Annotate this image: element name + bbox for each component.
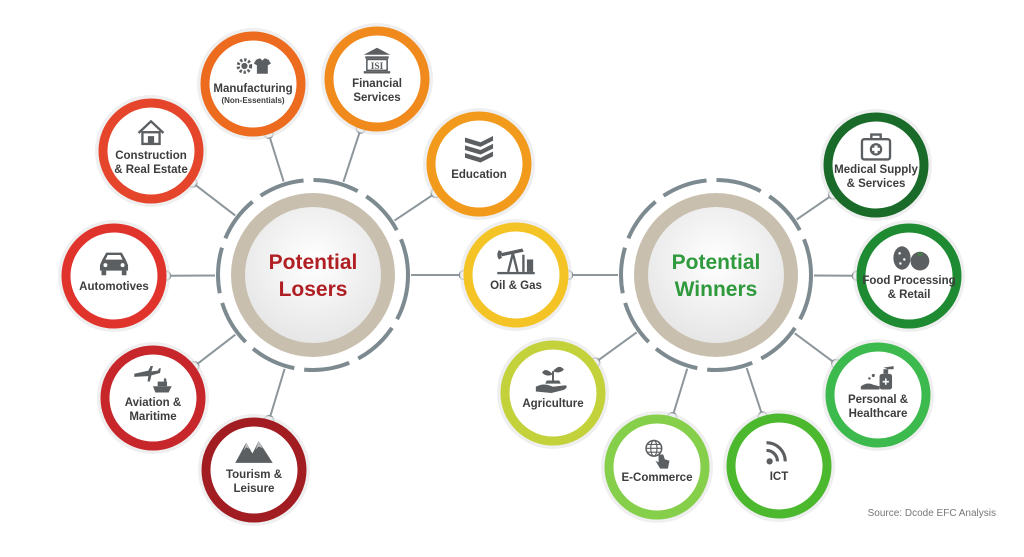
connector-ict — [745, 367, 764, 417]
sector-node-agriculture: Agriculture — [497, 337, 609, 449]
sector-node-aviation: Aviation & Maritime — [97, 342, 209, 454]
sector-node-manufacturing: Manufacturing(Non-Essentials) — [197, 28, 309, 140]
svg-text:ISI: ISI — [371, 62, 384, 72]
sector-node-ring — [500, 340, 606, 446]
losers-hub-disc — [245, 207, 381, 343]
sector-label-ict: ICT — [770, 471, 789, 483]
globe-touch-icon — [645, 439, 670, 469]
sector-node-ring — [856, 223, 962, 329]
sector-label-financial: Financial — [352, 78, 402, 90]
connector-tourism — [268, 368, 286, 421]
sector-label-construction: Construction — [115, 150, 187, 162]
sector-node-ring — [604, 414, 710, 520]
sector-label-aviation: Aviation & — [125, 397, 181, 409]
sector-node-ring — [100, 345, 206, 451]
produce-icon — [893, 246, 930, 271]
sector-label-financial: Services — [353, 92, 400, 104]
sector-node-ring — [463, 222, 569, 328]
sector-node-ict: ICT — [723, 410, 835, 522]
losers-title-line2: Losers — [279, 278, 348, 301]
sector-node-tourism: Tourism & Leisure — [198, 414, 310, 526]
winners-title-line1: Potential — [672, 251, 761, 274]
sector-node-ring — [61, 223, 167, 329]
connector-aviation — [193, 333, 236, 368]
losers-hub-dashed-ring — [216, 178, 410, 372]
connector-financial — [342, 128, 362, 183]
mountains-icon — [235, 441, 273, 463]
sector-node-ecommerce: E-Commerce — [601, 411, 713, 523]
connector-construction — [191, 181, 236, 217]
bank-icon: ISI — [363, 47, 391, 74]
sector-sublabel-manufacturing: (Non-Essentials) — [221, 96, 284, 105]
sector-label-tourism: Tourism & — [226, 469, 282, 481]
losers-hub: Potential Losers — [216, 178, 410, 372]
house-icon — [137, 119, 165, 146]
sector-label-ecommerce: E-Commerce — [622, 472, 693, 484]
winners-hub-dashed-ring — [619, 178, 813, 372]
medical-kit-icon — [860, 133, 892, 161]
sector-label-manufacturing: Manufacturing — [213, 83, 292, 95]
oil-pump-icon — [497, 248, 535, 275]
sector-node-ring — [825, 342, 931, 448]
sector-node-medical: Medical Supply & Services — [820, 109, 932, 221]
sector-node-ring — [726, 413, 832, 519]
sector-node-oil: Oil & Gas — [460, 219, 572, 331]
sanitizer-icon — [860, 366, 894, 390]
connector-medical — [796, 193, 834, 221]
sector-nodes: Manufacturing(Non-Essentials) ISI Financia… — [58, 23, 965, 526]
winners-hub: Potential Winners — [619, 178, 813, 372]
source-note: Source: Dcode EFC Analysis — [867, 508, 996, 519]
connector-education — [393, 192, 437, 222]
plant-hand-icon — [535, 366, 567, 394]
sector-node-construction: Construction & Real Estate — [95, 95, 207, 207]
sector-node-ring — [426, 111, 532, 217]
gear-shirt-icon — [236, 58, 271, 74]
connector-ecommerce — [671, 368, 689, 418]
connector-manufacturing — [267, 133, 285, 182]
sector-label-oil: Oil & Gas — [490, 280, 542, 292]
sector-label-tourism: Leisure — [234, 483, 275, 495]
sector-node-ring — [201, 417, 307, 523]
sector-node-food: Food Processing & Retail — [853, 220, 965, 332]
winners-hub-disc — [648, 207, 784, 343]
car-icon — [99, 252, 129, 276]
plane-ship-icon — [134, 365, 172, 393]
connector-personal — [794, 332, 837, 365]
sector-node-education: Education — [423, 108, 535, 220]
sector-label-education: Education — [451, 169, 507, 181]
losers-title-line1: Potential — [269, 251, 358, 274]
sector-label-construction: & Real Estate — [114, 164, 188, 176]
sector-label-medical: Medical Supply — [834, 164, 918, 176]
wifi-icon — [766, 441, 787, 465]
sector-node-ring — [98, 98, 204, 204]
sector-label-food: & Retail — [888, 289, 931, 301]
sector-label-food: Food Processing — [862, 275, 955, 287]
sector-label-personal: Healthcare — [849, 408, 908, 420]
sector-label-automotives: Automotives — [79, 281, 149, 293]
sector-node-personal: Personal & Healthcare — [822, 339, 934, 451]
connector-agriculture — [594, 331, 638, 364]
sector-label-agriculture: Agriculture — [522, 398, 583, 410]
winners-title-line2: Winners — [675, 278, 758, 301]
sector-label-medical: & Services — [847, 178, 906, 190]
sector-label-aviation: Maritime — [129, 411, 176, 423]
sector-node-ring — [823, 112, 929, 218]
sector-node-automotives: Automotives — [58, 220, 170, 332]
sector-label-personal: Personal & — [848, 394, 908, 406]
sector-node-ring — [200, 31, 306, 137]
sector-node-ring — [324, 26, 430, 132]
